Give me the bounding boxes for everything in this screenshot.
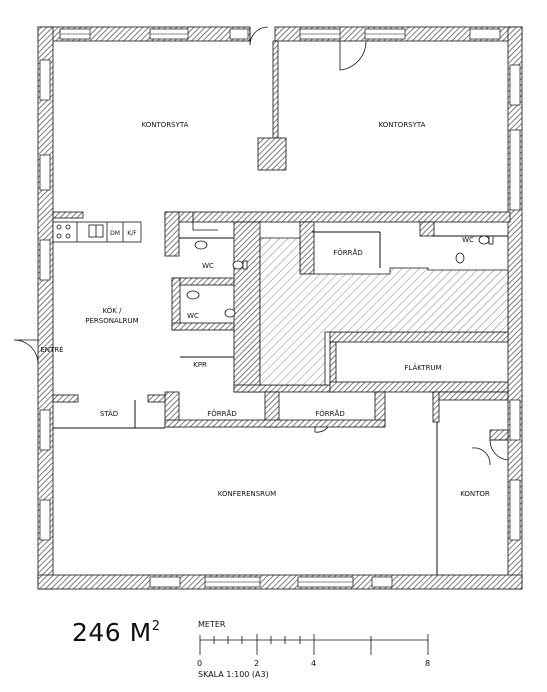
room-label-kok-line1: KÖK /: [103, 306, 123, 315]
scale-tick-2: 2: [254, 659, 260, 668]
room-label-kok-line2: PERSONALRUM: [85, 317, 138, 325]
room-label-forrad-3: FÖRRÅD: [315, 409, 344, 418]
room-labels: KONTORSYTA KONTORSYTA WC WC WC FÖRRÅD FÖ…: [40, 121, 490, 498]
area-value: 246 M: [72, 618, 152, 647]
room-label-kontorsyta-right: KONTORSYTA: [379, 121, 426, 129]
room-label-konferensrum: KONFERENSRUM: [218, 490, 276, 498]
scale-tick-4: 4: [311, 659, 317, 668]
scale-unit-label: METER: [198, 620, 226, 629]
scale-tick-8: 8: [425, 659, 431, 668]
doors: [13, 26, 509, 466]
area-unit-superscript: 2: [151, 619, 161, 634]
room-label-forrad-1: FÖRRÅD: [333, 248, 362, 257]
room-label-stad: STÄD: [100, 409, 118, 418]
room-label-kontorsyta-left: KONTORSYTA: [142, 121, 189, 129]
total-area: 246 M2: [72, 618, 161, 647]
room-label-entre: ENTRÉ: [40, 345, 63, 354]
room-label-kontor: KONTOR: [460, 490, 490, 498]
scale-caption: SKALA 1:100 (A3): [198, 670, 269, 679]
kitchen-counter: [52, 221, 142, 243]
technical-shaft: [259, 237, 509, 386]
room-label-kpr: KPR: [193, 361, 207, 369]
scale-bar: [199, 634, 429, 655]
counter-label-kf: K/F: [127, 230, 137, 237]
counter-label-dm: DM: [110, 230, 120, 237]
partition-lines: [53, 231, 508, 575]
scale-tick-0: 0: [197, 659, 203, 668]
room-label-wc-2: WC: [187, 312, 199, 320]
toilet-fixtures: [186, 235, 494, 318]
room-label-wc-1: WC: [202, 262, 214, 270]
room-label-wc-3: WC: [462, 236, 474, 244]
room-label-forrad-2: FÖRRÅD: [207, 409, 236, 418]
inner-walls: [52, 40, 511, 441]
room-label-flaktrum: FLÄKTRUM: [404, 363, 441, 372]
